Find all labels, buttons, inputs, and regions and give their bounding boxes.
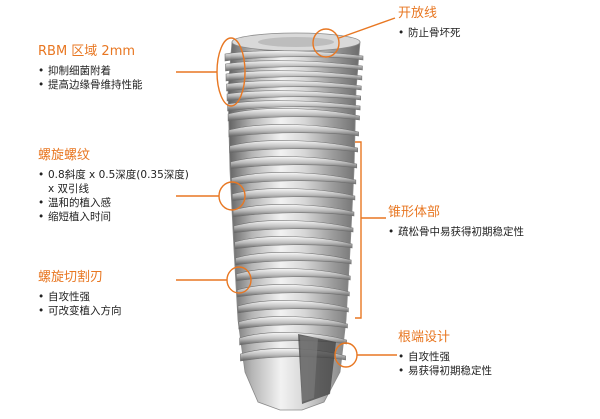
thread-ridge xyxy=(239,332,347,346)
thread-ridge xyxy=(228,124,359,138)
open-line-marker xyxy=(312,28,340,58)
implant-threads xyxy=(224,50,364,362)
thread-bullet-1-continuation: x 双引线 xyxy=(48,183,90,195)
apex-bullet-1: 自攻性强 xyxy=(398,350,492,364)
thread-bullet-3: 缩短植入时间 xyxy=(38,210,189,224)
tapered-body-callout: 锥形体部 疏松骨中易获得初期稳定性 xyxy=(388,205,524,239)
thread-ridge xyxy=(226,80,362,92)
thread-ridge xyxy=(236,268,351,282)
thread-ridge xyxy=(230,156,358,170)
rbm-bullet-2: 提高边缘骨维持性能 xyxy=(38,78,143,92)
apex-title: 根端设计 xyxy=(398,330,451,345)
open-line-callout: 开放线 防止骨坏死 xyxy=(398,6,461,40)
thread-ridge xyxy=(232,204,355,218)
open-line-leader-line xyxy=(338,17,396,39)
tapered-body-title: 锥形体部 xyxy=(388,205,441,220)
thread-ridge xyxy=(227,108,360,122)
open-line-title: 开放线 xyxy=(398,6,438,21)
rbm-title: RBM 区域 2mm xyxy=(38,44,136,59)
thread-ridge xyxy=(226,90,361,102)
cutting-edge-bullet-2: 可改变植入方向 xyxy=(38,304,122,318)
thread-title: 螺旋螺纹 xyxy=(38,148,91,163)
rbm-callout: RBM 区域 2mm 抑制细菌附着 提高边缘骨维持性能 xyxy=(38,44,143,92)
thread-ridge xyxy=(236,284,350,298)
apex-bullet-2: 易获得初期稳定性 xyxy=(398,364,492,378)
thread-ridge xyxy=(235,252,352,266)
thread-ridge xyxy=(225,70,363,82)
cutting-edge-callout: 螺旋切割刃 自攻性强 可改变植入方向 xyxy=(38,270,122,318)
apex-callout: 根端设计 自攻性强 易获得初期稳定性 xyxy=(398,330,492,378)
thread-ridge xyxy=(225,60,363,72)
cutting-edge-title: 螺旋切割刃 xyxy=(38,270,104,285)
callout-lines xyxy=(176,17,397,368)
thread-callout: 螺旋螺纹 0.8斜度 x 0.5深度(0.35深度) x 双引线 温和的植入感 … xyxy=(38,148,189,224)
thread-ridge xyxy=(237,300,349,314)
thread-ridge xyxy=(234,236,353,250)
tapered-body-bullet-1: 疏松骨中易获得初期稳定性 xyxy=(388,225,524,239)
thread-ridge xyxy=(231,172,357,186)
thread-ridge xyxy=(227,100,361,112)
thread-ridge xyxy=(233,220,354,234)
thread-ridge xyxy=(238,316,348,330)
thread-ridge xyxy=(229,140,358,154)
thread-ridge xyxy=(231,188,356,202)
apical-cutting-flute xyxy=(298,334,336,404)
thread-bullet-1: 0.8斜度 x 0.5深度(0.35深度) xyxy=(38,168,189,182)
tapered-body-bracket xyxy=(355,141,362,319)
cutting-edge-bullet-1: 自攻性强 xyxy=(38,290,122,304)
thread-bullet-2: 温和的植入感 xyxy=(38,196,189,210)
thread-ridge xyxy=(224,50,364,62)
open-line-bullet-1: 防止骨坏死 xyxy=(398,26,461,40)
rbm-bullet-1: 抑制细菌附着 xyxy=(38,64,143,78)
